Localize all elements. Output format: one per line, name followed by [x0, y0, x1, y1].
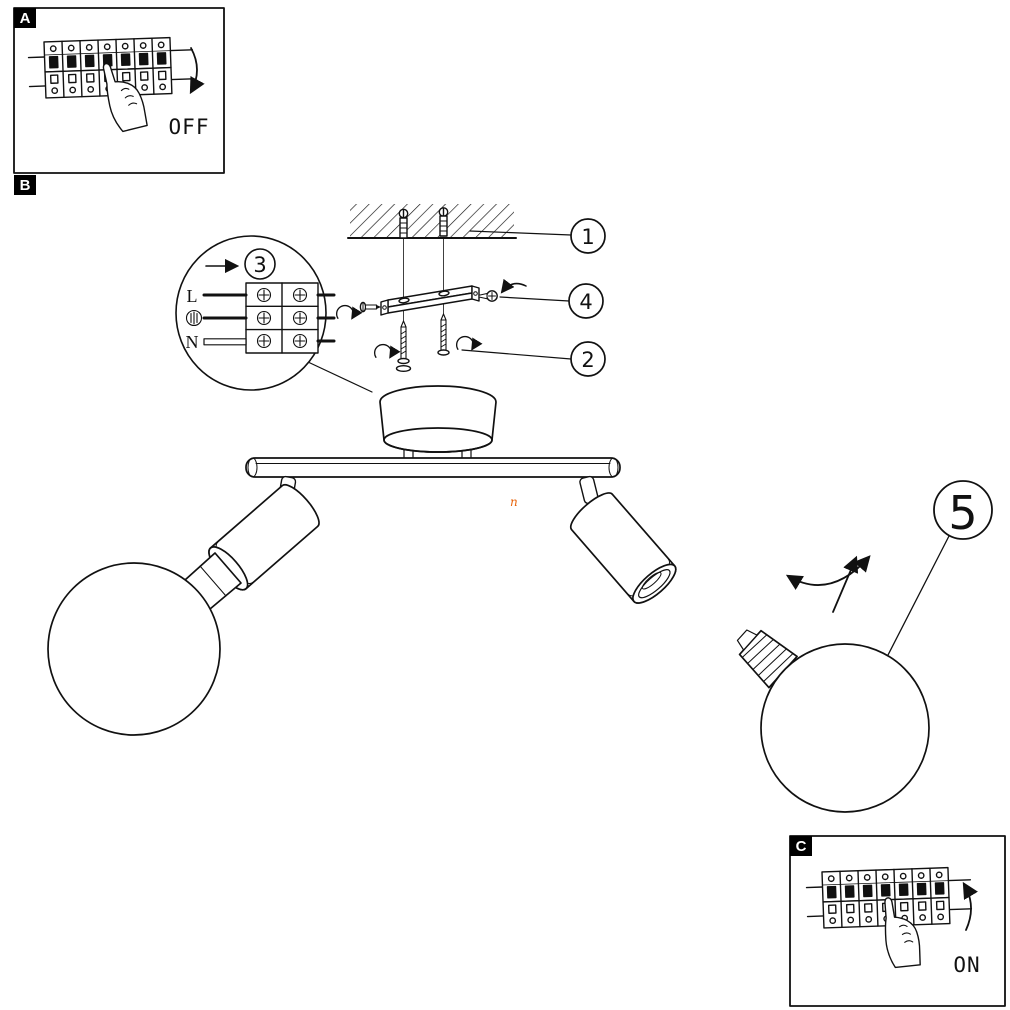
step-label-a: A [20, 10, 31, 27]
mounting-bar [245, 457, 621, 478]
callout-4-leader [499, 296, 570, 302]
callout-1: 1 [469, 218, 606, 254]
spot-head-right [564, 486, 683, 610]
section-b: B [14, 175, 36, 195]
bulb-left [47, 562, 221, 736]
callout-3-circle [244, 248, 276, 280]
callout-1-circle [570, 218, 606, 254]
panel-c-frame [789, 835, 1006, 1007]
step-label-b: B [20, 177, 31, 194]
step-badge-c [790, 836, 812, 856]
panel-a-frame [13, 7, 225, 174]
bracket-screw-right [478, 290, 498, 302]
live-label: L [187, 286, 198, 306]
detached-bulb-assembly [736, 555, 930, 813]
wall-anchor-right [438, 207, 449, 237]
step-badge-b [14, 175, 36, 195]
status-off-label: OFF [169, 115, 210, 139]
earth-symbol-icon [185, 309, 203, 327]
callout-4-number: 4 [579, 290, 592, 314]
bulb-right [760, 643, 930, 813]
callout-1-number: 1 [581, 225, 594, 249]
bracket-screw-left [359, 301, 381, 313]
callout-2-leader [461, 349, 572, 360]
switch-on-arrow-icon [962, 881, 978, 931]
panel-a: A OFF [13, 7, 225, 174]
mounting-bracket [380, 285, 480, 316]
panel-c: C ON [789, 835, 1006, 1007]
turn-arrow-icon [500, 278, 527, 294]
insert-arrow-icon [832, 555, 859, 613]
socket-right [638, 569, 671, 599]
callout-5-leader [887, 535, 950, 656]
rotate-arrow-icon [375, 345, 392, 358]
washer [395, 365, 412, 373]
step-badge-a [14, 8, 36, 28]
rotation-arrow-icon [785, 555, 871, 590]
callout-4: 4 [499, 283, 604, 319]
terminal-block [245, 282, 319, 354]
detail-leader [307, 361, 373, 393]
neutral-label: N [186, 332, 199, 352]
wiring-detail: 3 L [175, 235, 373, 393]
wall-anchor-left [398, 208, 409, 239]
rotate-arrow-icon [457, 337, 474, 350]
status-on-label: ON [953, 953, 980, 977]
callout-3-number: 3 [253, 253, 266, 277]
callout-5-circle [933, 480, 993, 540]
canopy [379, 385, 497, 460]
callout-2: 2 [461, 341, 606, 377]
ceiling [347, 204, 517, 328]
fixing-screw-left [395, 320, 412, 373]
watermark-n: n [510, 495, 518, 509]
callout-5: 5 [887, 480, 993, 656]
callout-2-circle [570, 341, 606, 377]
fixing-screw-right [437, 313, 450, 356]
terminal-screws [256, 287, 308, 349]
rotate-arrow-icon [337, 306, 354, 319]
step-label-c: C [796, 838, 807, 855]
ceiling-hatch [350, 204, 514, 238]
wire-neutral [203, 338, 247, 346]
callout-2-number: 2 [581, 348, 594, 372]
callout-4-circle [568, 283, 604, 319]
callout-5-number: 5 [948, 486, 977, 540]
callout-1-leader [469, 230, 572, 236]
switch-off-arrow-icon [189, 47, 205, 95]
